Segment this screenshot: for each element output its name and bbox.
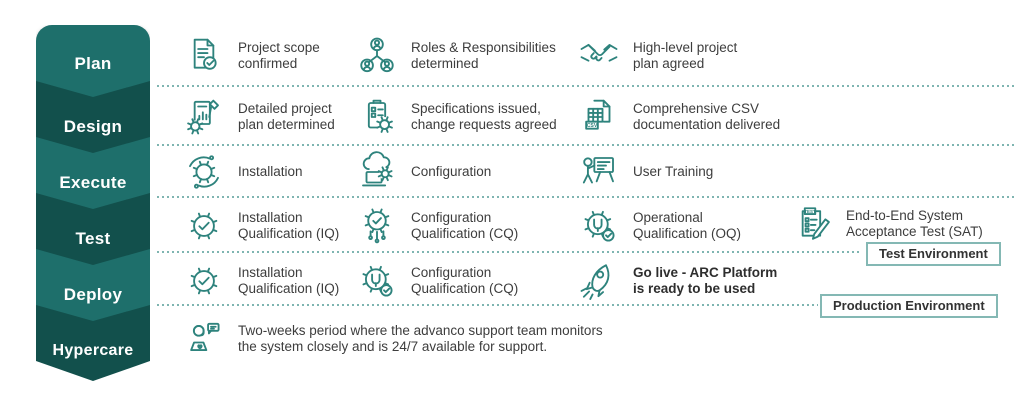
milestone-text: User Training — [633, 163, 714, 179]
milestone-text: Installation Qualification (IQ) — [238, 209, 340, 242]
gear-circuit-icon — [356, 205, 398, 247]
gear-check-icon — [183, 260, 225, 302]
milestone-text: Configuration Qualification (CQ) — [411, 209, 519, 242]
milestone-oq-test: Operational Qualification (OQ) — [578, 205, 741, 247]
separator-test-deploy — [157, 251, 862, 253]
milestone-iq-test: Installation Qualification (IQ) — [183, 205, 339, 247]
stage-design-label: Design — [63, 117, 123, 136]
stage-test: Test — [36, 193, 150, 265]
milestone-hypercare-support: Two-weeks period where the advanco suppo… — [183, 318, 603, 360]
svg-text:CSV: CSV — [587, 123, 598, 129]
milestone-text: High-level project plan agreed — [633, 39, 738, 72]
milestone-text: Configuration Qualification (CQ) — [411, 264, 519, 297]
production-environment-badge: Production Environment — [820, 294, 998, 318]
milestone-detailed-plan: Detailed project plan determined — [183, 96, 335, 138]
milestone-text: Comprehensive CSV documentation delivere… — [633, 100, 781, 133]
stage-execute: Execute — [36, 137, 150, 209]
separator-deploy-hypercare — [157, 304, 818, 306]
project-plan-icon — [183, 96, 225, 138]
stage-execute-label: Execute — [59, 173, 127, 192]
milestone-configuration: Configuration — [356, 151, 491, 193]
csv-file-icon: CSV — [578, 96, 620, 138]
milestone-specifications: Specifications issued, change requests a… — [356, 96, 557, 138]
stage-plan-label: Plan — [74, 54, 112, 73]
separator-execute-test — [157, 196, 1014, 198]
milestone-text: Roles & Responsibilities determined — [411, 39, 556, 72]
sat-clipboard-icon: TEST — [791, 203, 833, 245]
milestone-text: Installation Qualification (IQ) — [238, 264, 340, 297]
stage-hypercare-label: Hypercare — [52, 342, 134, 359]
milestone-project-scope: Project scope confirmed — [183, 35, 320, 77]
separator-design-execute — [157, 144, 1014, 146]
milestone-text: End-to-End System Acceptance Test (SAT) — [846, 207, 983, 240]
gear-orbit-icon — [183, 151, 225, 193]
milestone-text: Installation — [238, 163, 303, 179]
cloud-laptop-icon — [356, 151, 398, 193]
milestone-text: Project scope confirmed — [238, 39, 320, 72]
gear-check-icon — [183, 205, 225, 247]
milestone-text: Operational Qualification (OQ) — [633, 209, 742, 242]
milestone-text: Go live - ARC Platform is ready to be us… — [633, 264, 778, 297]
gear-wrench-icon — [578, 205, 620, 247]
milestone-highlevel-plan: High-level project plan agreed — [578, 35, 737, 77]
support-agent-icon — [183, 318, 225, 360]
handshake-icon — [578, 35, 620, 77]
stage-plan: Plan — [36, 25, 150, 97]
milestone-csv-documentation: CSV Comprehensive CSV documentation deli… — [578, 96, 780, 138]
milestone-installation: Installation — [183, 151, 303, 193]
stage-test-label: Test — [75, 229, 111, 248]
milestone-roles-responsibilities: Roles & Responsibilities determined — [356, 35, 556, 77]
document-check-icon — [183, 35, 225, 77]
gear-wrench-icon — [356, 260, 398, 302]
svg-text:TEST: TEST — [804, 209, 816, 214]
milestone-sat: TEST End-to-End System Acceptance Test (… — [791, 203, 983, 245]
milestone-text: Two-weeks period where the advanco suppo… — [238, 322, 603, 355]
stage-deploy: Deploy — [36, 249, 150, 321]
milestone-cq-test: Configuration Qualification (CQ) — [356, 205, 518, 247]
phase-chevron-column: Plan Design Execute Test Deploy Hypercar… — [36, 25, 150, 385]
milestone-text: Configuration — [411, 163, 492, 179]
test-environment-badge: Test Environment — [866, 242, 1001, 266]
clipboard-gear-icon — [356, 96, 398, 138]
milestone-cq-deploy: Configuration Qualification (CQ) — [356, 260, 518, 302]
milestone-text: Specifications issued, change requests a… — [411, 100, 557, 133]
separator-plan-design — [157, 85, 1014, 87]
milestone-text: Detailed project plan determined — [238, 100, 335, 133]
rocket-icon — [578, 260, 620, 302]
milestone-go-live: Go live - ARC Platform is ready to be us… — [578, 260, 777, 302]
milestone-user-training: User Training — [578, 151, 713, 193]
milestone-iq-deploy: Installation Qualification (IQ) — [183, 260, 339, 302]
stage-deploy-label: Deploy — [63, 285, 123, 304]
people-network-icon — [356, 35, 398, 77]
user-training-icon — [578, 151, 620, 193]
